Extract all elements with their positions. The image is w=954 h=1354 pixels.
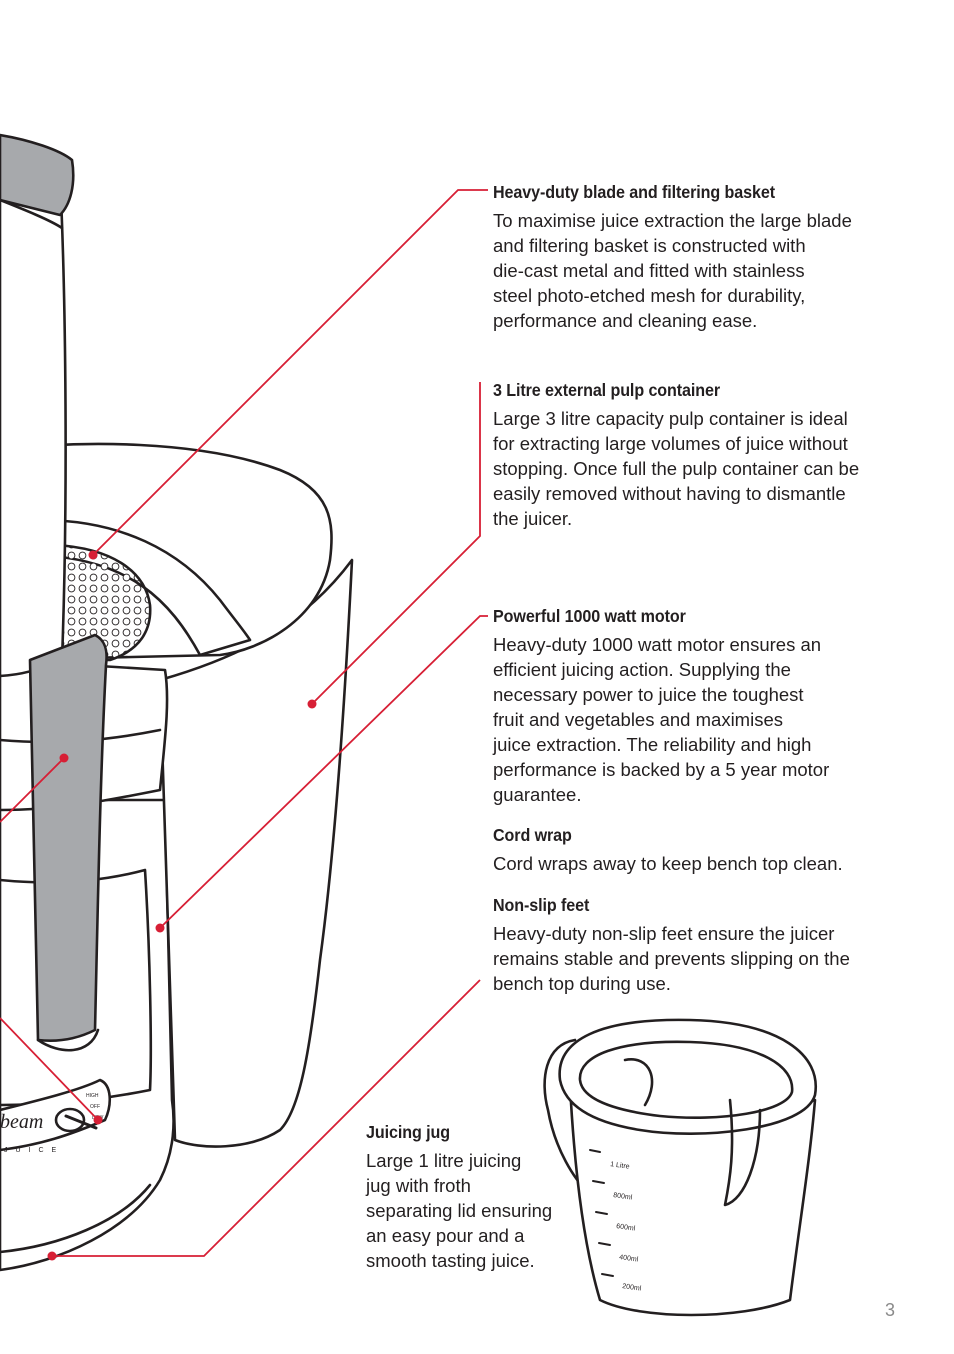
callout-dots — [47, 550, 317, 1261]
jug-mark-600: 600ml — [616, 1223, 636, 1233]
feature-body: Heavy-duty 1000 watt motor ensures an ef… — [493, 634, 830, 805]
feature-cord-wrap: Cord wrap Cord wraps away to keep bench … — [493, 823, 913, 876]
feature-juicing-jug: Juicing jug Large 1 litre juicing jug wi… — [366, 1120, 586, 1273]
feature-motor: Powerful 1000 watt motor Heavy-duty 1000… — [493, 604, 913, 807]
feature-title: Non-slip feet — [493, 895, 590, 915]
feature-title: Powerful 1000 watt motor — [493, 606, 686, 626]
feature-body: Large 3 litre capacity pulp container is… — [493, 408, 860, 529]
jug-mark-400: 400ml — [619, 1254, 639, 1264]
feature-body: Large 1 litre juicing jug with froth sep… — [366, 1150, 553, 1271]
feature-body: Heavy-duty non-slip feet ensure the juic… — [493, 923, 850, 994]
jug-lid-inner — [578, 1040, 794, 1119]
feature-pulp-container: 3 Litre external pulp container Large 3 … — [493, 378, 913, 531]
speed-switch — [54, 1107, 86, 1133]
feature-body: Cord wraps away to keep bench top clean. — [493, 853, 843, 874]
feature-body: To maximise juice extraction the large b… — [493, 210, 852, 331]
callout-line-cord — [0, 757, 65, 823]
control-panel — [0, 1078, 111, 1152]
callout-line-locking — [0, 1017, 99, 1121]
feature-title: Heavy-duty blade and filtering basket — [493, 182, 775, 202]
switch-label-off: OFF — [90, 1104, 100, 1110]
switch-label-high: HIGH — [86, 1093, 99, 1099]
jug-froth-separator — [623, 1058, 762, 1207]
jug-handle — [543, 1038, 590, 1194]
jug-mark-800: 800ml — [613, 1192, 633, 1202]
pulp-container — [158, 558, 354, 1148]
jug-rim — [558, 1018, 818, 1135]
jug-mark-200: 200ml — [622, 1283, 642, 1293]
callout-line-blade — [92, 189, 488, 556]
feature-title: 3 Litre external pulp container — [493, 380, 721, 400]
callout-line-feet — [52, 979, 481, 1257]
feed-chute-lid — [0, 133, 75, 217]
feature-blade-basket: Heavy-duty blade and filtering basket To… — [493, 180, 913, 333]
locking-arm — [28, 633, 108, 1042]
callout-lines — [0, 189, 488, 1257]
callout-line-pulp — [311, 382, 481, 705]
jug-mark-1000: 1 Litre — [610, 1161, 630, 1171]
brand-logo: beam — [0, 1111, 43, 1133]
page-number: 3 — [885, 1300, 896, 1320]
feature-title: Cord wrap — [493, 825, 572, 845]
feature-title: Juicing jug — [366, 1122, 450, 1142]
feature-non-slip-feet: Non-slip feet Heavy-duty non-slip feet e… — [493, 893, 913, 996]
brand-subtitle: JUICE — [4, 1147, 64, 1154]
jug-measure-ticks — [589, 1149, 614, 1277]
feed-chute — [0, 148, 67, 678]
juicing-jug — [543, 1018, 818, 1317]
juicer-drawing — [0, 133, 354, 1272]
filter-mesh — [53, 543, 152, 662]
callout-line-motor — [159, 615, 488, 929]
